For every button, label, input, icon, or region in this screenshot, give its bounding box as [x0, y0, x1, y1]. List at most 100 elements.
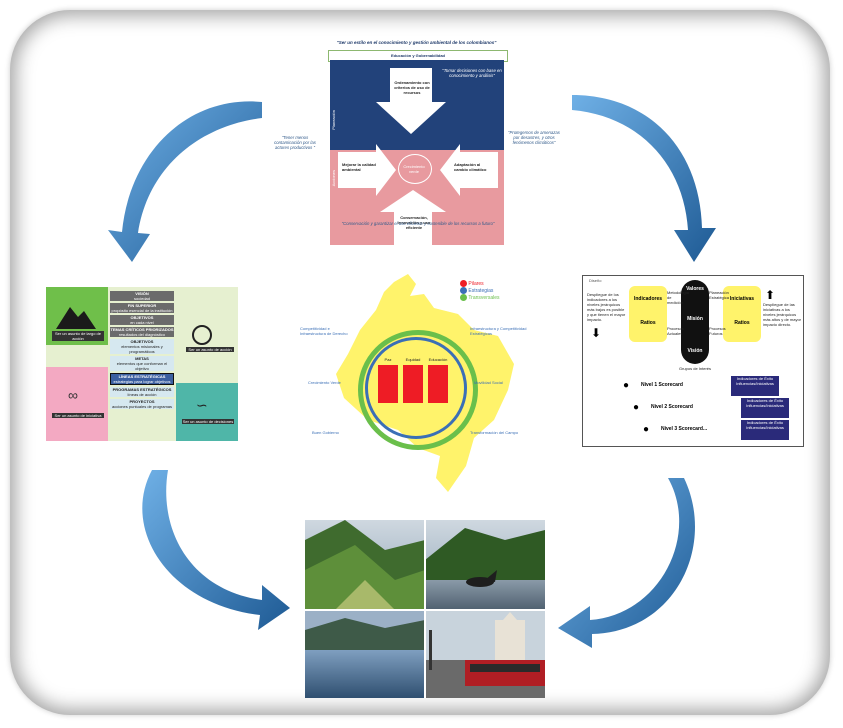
label-bottom-right: Transformación del Campo — [470, 430, 519, 435]
photo-grid — [305, 520, 545, 698]
person-icon: ● — [643, 424, 650, 435]
level-3-label: Nivel 3 Scorecard... — [661, 426, 708, 432]
left-arrow-shape — [338, 144, 396, 196]
tag-bottom-left: Ser un asunto de iniciativa — [52, 413, 104, 418]
mountain-icon — [56, 307, 96, 329]
quad-teal — [176, 383, 238, 441]
level-2: ● Nivel 2 Scorecard Indicadores de Éxito… — [633, 398, 793, 420]
arrow-top-left — [108, 101, 262, 262]
photo-whale-sea — [425, 520, 545, 610]
level-2-label: Nivel 2 Scorecard — [651, 404, 693, 410]
metodologia-label: Metodología de medición — [667, 290, 690, 305]
left-arrow-text: Mejorar la calidad ambiental — [342, 162, 376, 172]
landscape-photo-collage — [305, 520, 545, 698]
pillar-label-1: Paz — [384, 357, 392, 362]
blue-ring — [365, 337, 467, 439]
right-header: Diseño — [589, 278, 602, 283]
tag-top-left: Ser un asunto de largo de acción — [52, 331, 104, 341]
photo-misty-lake — [305, 610, 425, 698]
photo-mountain-valley — [305, 520, 425, 610]
planeacion-label: Planeación Estratégica — [709, 290, 730, 300]
arrow-top-right — [572, 95, 716, 262]
pillar-1 — [378, 365, 398, 403]
mission-pillar — [681, 280, 709, 364]
tag-bottom-right: Ser un asunto de decisiones — [182, 419, 234, 424]
arrow-bottom-left — [142, 470, 290, 630]
scorecard-levels: ● Nivel 1 Scorecard Indicadores de Éxito… — [623, 376, 793, 442]
up-arrow-shape — [380, 190, 446, 246]
left-deploy-text: Despliegue de los indicadores a los nive… — [587, 292, 626, 322]
level-3: ● Nivel 3 Scorecard... Indicadores de Éx… — [643, 420, 793, 442]
person-icon: ● — [633, 402, 640, 413]
down-arrow-icon: ⬇ — [591, 326, 602, 340]
tag-top-right: Ser un asunto de acción — [186, 347, 234, 352]
indicators-label: Indicadores — [633, 296, 663, 302]
note-top-right: "Tomar decisiones con base en conocimien… — [442, 68, 502, 78]
right-arrow-text: Adaptación al cambio climático — [454, 162, 487, 172]
right-arrow-shape — [440, 144, 498, 196]
initiatives-box — [723, 286, 761, 342]
national-plan-map: Paz Equidad Educación Pilares Estrategia… — [298, 270, 558, 500]
pillar-2 — [403, 365, 423, 403]
planning-hierarchy-panel: ∞ ∽ Ser un asunto de largo de acción Ser… — [46, 287, 238, 441]
pillar-label-3: Educación — [428, 357, 448, 362]
down-arrow-shape — [376, 68, 446, 134]
bottom-caption: "Conservación y garantizar el uso eficie… — [341, 221, 495, 226]
center-circle-text: Crecimiento verde — [403, 164, 425, 174]
note-right: "Protegernos de amenazas por desastres, … — [508, 130, 560, 145]
actions-side-label: Acciones — [331, 170, 336, 187]
legend-item-1: Pilares — [460, 280, 500, 287]
down-arrow-text: Ordenamiento con criterios de uso de rec… — [394, 80, 430, 95]
level-1-box: Indicadores de Éxito Influencias/Iniciat… — [731, 376, 779, 396]
legend-item-3: Transversales — [460, 294, 500, 301]
level-1: ● Nivel 1 Scorecard Indicadores de Éxito… — [623, 376, 793, 398]
grupos-label: Grupos de Interés — [678, 366, 712, 371]
level-1-label: Nivel 1 Scorecard — [641, 382, 683, 388]
level-3-box: Indicadores de Éxito Influencias/Iniciat… — [741, 420, 789, 440]
outer-green-ring — [358, 330, 478, 450]
label-top-right: Infraestructura y Competitividad Estraté… — [470, 326, 527, 336]
label-bottom-left: Buen Gobierno — [312, 430, 339, 435]
ratios-right: Ratios — [734, 320, 750, 326]
pillar-label-2: Equidad — [405, 357, 421, 362]
vision-label: Visión — [687, 348, 703, 354]
green-growth-circle — [398, 154, 432, 184]
level-2-box: Indicadores de Éxito Influencias/Iniciat… — [741, 398, 789, 418]
up-arrow-text: Conservación, innovación y uso eficiente — [397, 215, 431, 230]
pillar-3 — [428, 365, 448, 403]
initiatives-label: Iniciativas — [729, 296, 755, 302]
planning-side-label: Planeación — [331, 110, 336, 130]
procesos-actuales: Procesos Actuales — [667, 326, 684, 336]
legend-item-2: Estrategias — [460, 287, 500, 294]
legend: Pilares Estrategias Transversales — [460, 280, 500, 301]
note-left: "Tener menos contaminación por las actor… — [274, 135, 316, 150]
dna-icon: ∞ — [68, 387, 78, 403]
mision-label: Misión — [687, 316, 703, 322]
ratios-left: Ratios — [640, 320, 656, 326]
valores-label: Valores — [686, 286, 704, 292]
photo-city-bus — [425, 610, 545, 698]
up-arrow-icon: ⬆ — [765, 288, 776, 302]
procesos-futuros: Procesos Futuros — [709, 326, 726, 336]
route-icon: ∽ — [196, 397, 208, 413]
arrow-bottom-right — [558, 478, 695, 648]
label-mid-left: Crecimiento Verde — [308, 380, 341, 385]
label-mid-right: Movilidad Social — [474, 380, 503, 385]
strategy-title: "Ser un estilo en el conocimiento y gest… — [336, 40, 497, 45]
pillars: Paz Equidad Educación — [378, 355, 448, 405]
person-icon: ● — [623, 380, 630, 391]
scorecard-panel: Diseño Despliegue de los indicadores a l… — [582, 275, 804, 447]
quad-pink — [46, 367, 108, 441]
right-deploy-text: Despliegue de las iniciativas a los nive… — [763, 302, 802, 327]
